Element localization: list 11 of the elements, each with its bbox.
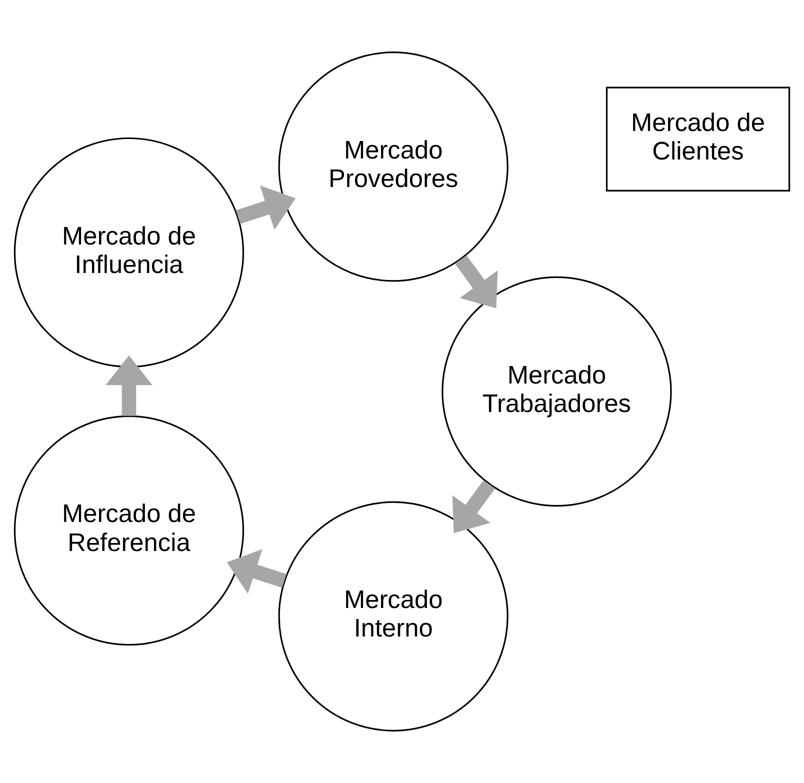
node-box: Mercado de Clientes <box>606 86 790 192</box>
arrow <box>236 185 296 230</box>
node-circle: Mercado Provedores <box>278 52 508 282</box>
arrow <box>454 255 498 308</box>
arrow <box>106 355 152 416</box>
arrow <box>452 480 496 534</box>
arrow <box>226 549 286 594</box>
node-circle: Mercado de Influencia <box>14 137 244 368</box>
node-circle: Mercado Trabajadores <box>442 276 672 507</box>
node-circle: Mercado de Referencia <box>14 415 244 646</box>
node-circle: Mercado Interno <box>278 501 508 732</box>
